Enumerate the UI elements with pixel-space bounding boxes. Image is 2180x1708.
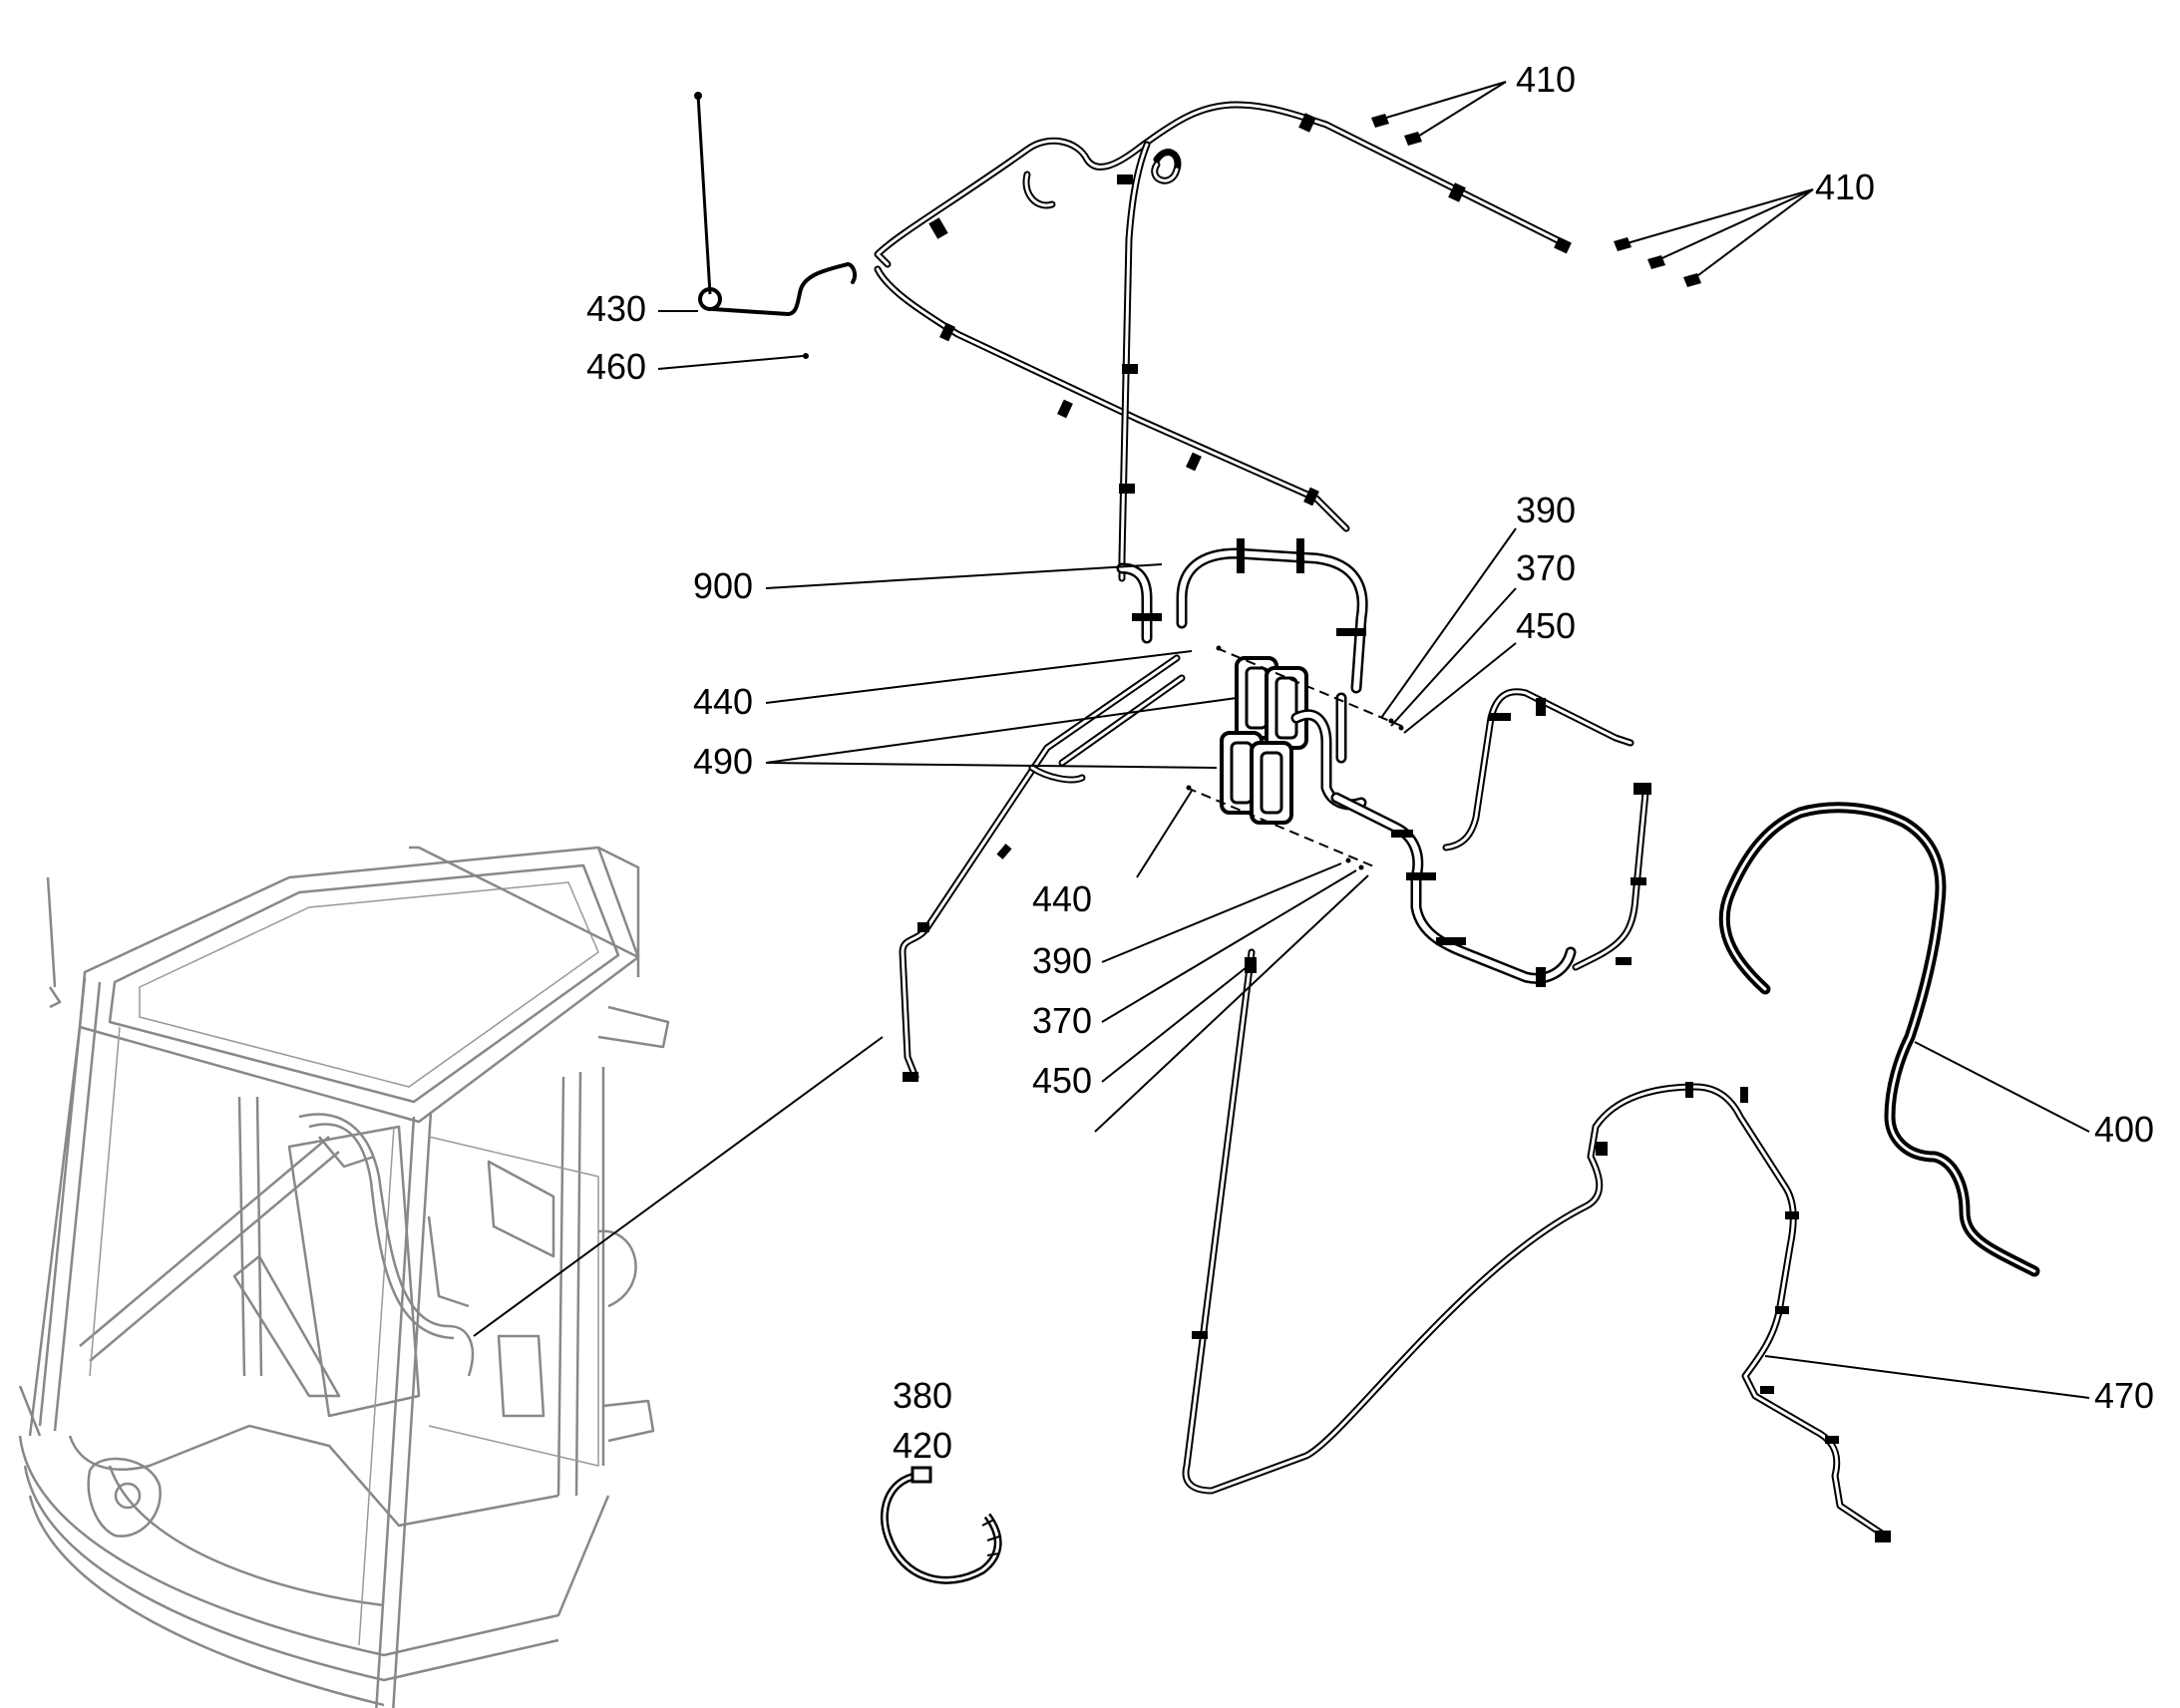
leader-lines xyxy=(473,81,2090,1399)
hose-clamp xyxy=(880,1466,1002,1584)
callout-430: 430 xyxy=(586,288,646,329)
callout-labels: 410 410 430 460 390 370 450 900 440 490 … xyxy=(586,59,2154,1466)
callout-470: 470 xyxy=(2094,1375,2154,1416)
heater-core-490 xyxy=(1220,656,1308,825)
callout-440-upper: 440 xyxy=(693,681,753,722)
roof-hose-harness xyxy=(874,101,1572,582)
callout-370-upper: 370 xyxy=(1516,547,1576,588)
callout-490: 490 xyxy=(693,741,753,782)
callout-380: 380 xyxy=(893,1375,952,1416)
callout-440-lower: 440 xyxy=(1032,878,1092,919)
callout-410-right: 410 xyxy=(1815,167,1875,207)
callout-390-lower: 390 xyxy=(1032,940,1092,981)
heater-duct-assembly xyxy=(899,538,1891,1542)
callout-900: 900 xyxy=(693,565,753,606)
callout-410-top: 410 xyxy=(1516,59,1576,100)
callout-370-lower: 370 xyxy=(1032,1000,1092,1041)
callout-450-upper: 450 xyxy=(1516,605,1576,646)
plugs-410 xyxy=(1371,114,1701,287)
antenna-assembly xyxy=(694,92,858,359)
callout-400: 400 xyxy=(2094,1109,2154,1150)
hose-400 xyxy=(1718,802,2040,1277)
callout-450-lower: 450 xyxy=(1032,1060,1092,1101)
callout-460: 460 xyxy=(586,346,646,387)
callout-420: 420 xyxy=(893,1425,952,1466)
callout-390-upper: 390 xyxy=(1516,490,1576,530)
operator-cab xyxy=(18,846,670,1708)
